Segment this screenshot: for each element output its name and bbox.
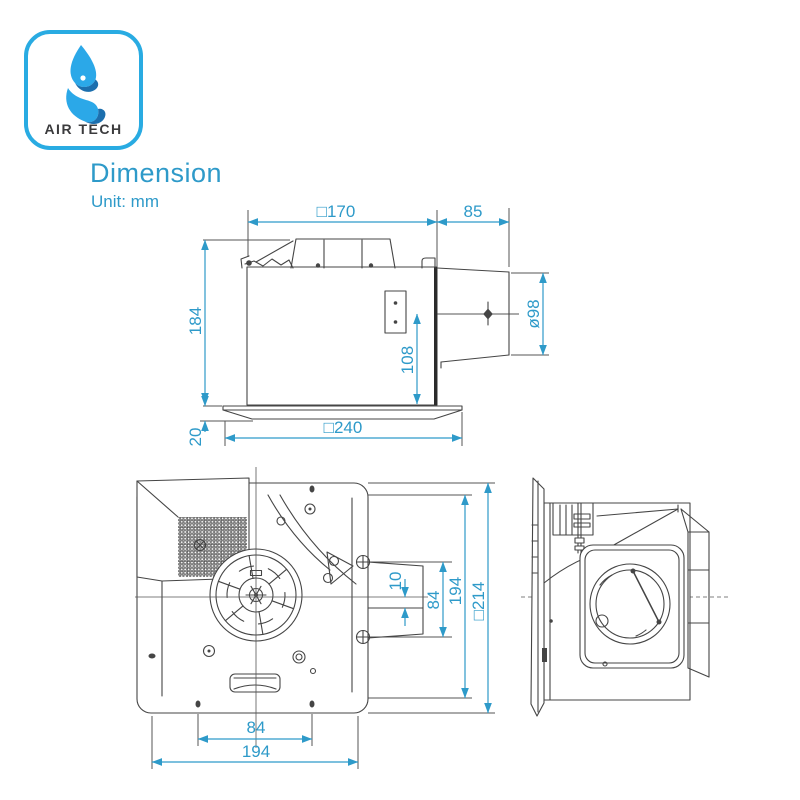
dim-panel-width: □240 [324, 418, 363, 437]
side-flange [530, 477, 553, 717]
outlet-panel [579, 544, 685, 669]
flame-icon [66, 45, 106, 125]
plan-screws [148, 485, 371, 708]
page-title: Dimension [90, 158, 223, 188]
junction-box [290, 238, 396, 269]
dim-hole-pitch: 84 [247, 718, 266, 737]
side-view-drawing [521, 477, 731, 717]
side-duct-box [680, 508, 710, 678]
dim-outlet-center: 108 [398, 346, 417, 374]
top-view-dimensions: □170 85 184 ø98 108 □240 20 [186, 202, 547, 447]
dim-outlet-diameter: ø98 [524, 299, 543, 328]
dim-body-width: □170 [317, 202, 356, 221]
fan-body-outline [246, 266, 438, 406]
dim-panel-square: □214 [469, 582, 488, 621]
dim-body-height: 184 [186, 307, 205, 335]
mounting-clip [240, 240, 294, 269]
unit-label: Unit: mm [91, 192, 159, 211]
dim-duct-height: 84 [424, 591, 443, 610]
duct-center-mark [483, 301, 493, 326]
dim-body-width-bottom: 194 [242, 742, 270, 761]
dim-panel-thickness: 20 [186, 428, 205, 447]
plan-view-drawing: 10 84 194 □214 84 194 [135, 467, 495, 769]
plan-centerlines [135, 467, 428, 748]
dim-duct-length: 85 [464, 202, 483, 221]
duct-outlet [436, 267, 510, 369]
dim-damper-gap: 10 [386, 572, 405, 591]
scroll-housing [267, 494, 357, 585]
dim-body-length: 194 [446, 577, 465, 605]
terminal-plate [384, 290, 407, 334]
intake-grille [136, 477, 250, 582]
duct-tab [421, 257, 436, 269]
plan-inner-edges [161, 497, 353, 697]
top-view-drawing: □170 85 184 ø98 108 □240 20 [186, 202, 549, 446]
airtech-logo: AIR TECH [24, 30, 143, 150]
plan-view-dimensions: 10 84 194 □214 84 194 [151, 482, 492, 766]
brand-text: AIR TECH [44, 121, 123, 137]
plan-handle [229, 673, 281, 693]
plan-duct [367, 561, 424, 639]
ceiling-panel [222, 405, 463, 420]
